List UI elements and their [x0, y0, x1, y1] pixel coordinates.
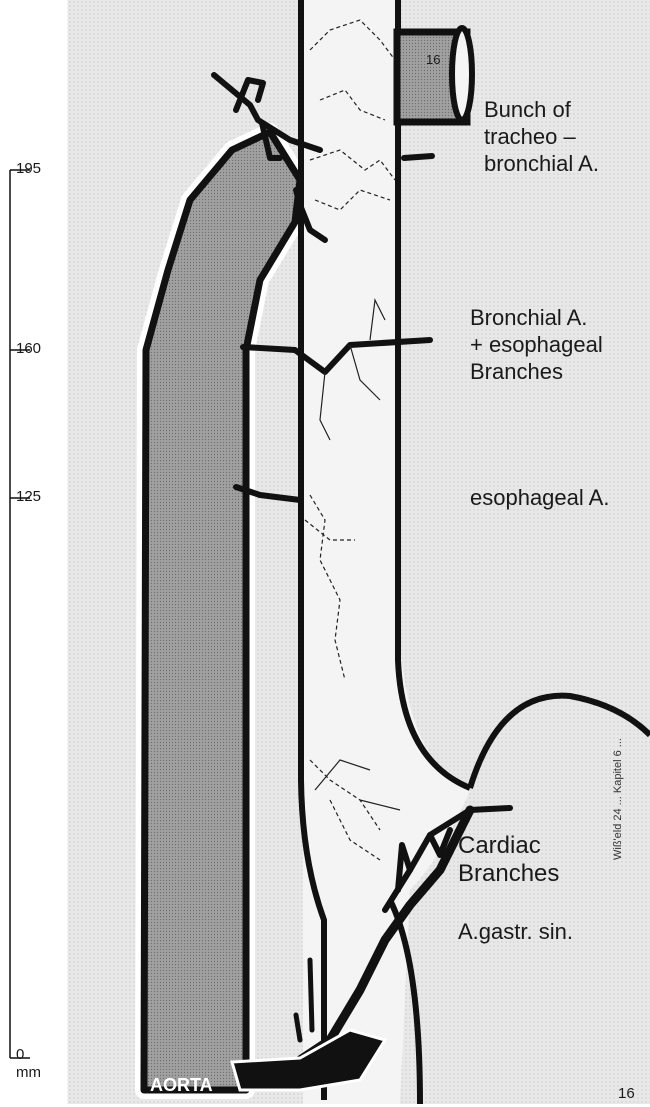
label-tracheo-bronchial: Bunch of tracheo – bronchial A. — [484, 96, 599, 177]
scale-tick-160: 160 — [16, 340, 41, 357]
label-bronchial: Bronchial A. + esophageal Branches — [470, 304, 603, 385]
scale-tick-0: 0 — [16, 1046, 24, 1063]
label-gastric: A.gastr. sin. — [458, 918, 573, 945]
scale-tick-125: 125 — [16, 488, 41, 505]
label-trachea-number: 16 — [426, 46, 440, 73]
scale-bar — [10, 170, 30, 1058]
label-aorta: AORTA — [150, 1072, 213, 1099]
figure-number: 16 — [618, 1080, 635, 1107]
scale-tick-195: 195 — [16, 160, 41, 177]
scale-unit: mm — [16, 1064, 41, 1081]
side-caption: Wiß'eld 24 ... Kapitel 6 ... — [612, 640, 624, 860]
label-cardiac: Cardiac Branches — [458, 832, 559, 888]
label-esophageal: esophageal A. — [470, 484, 609, 511]
